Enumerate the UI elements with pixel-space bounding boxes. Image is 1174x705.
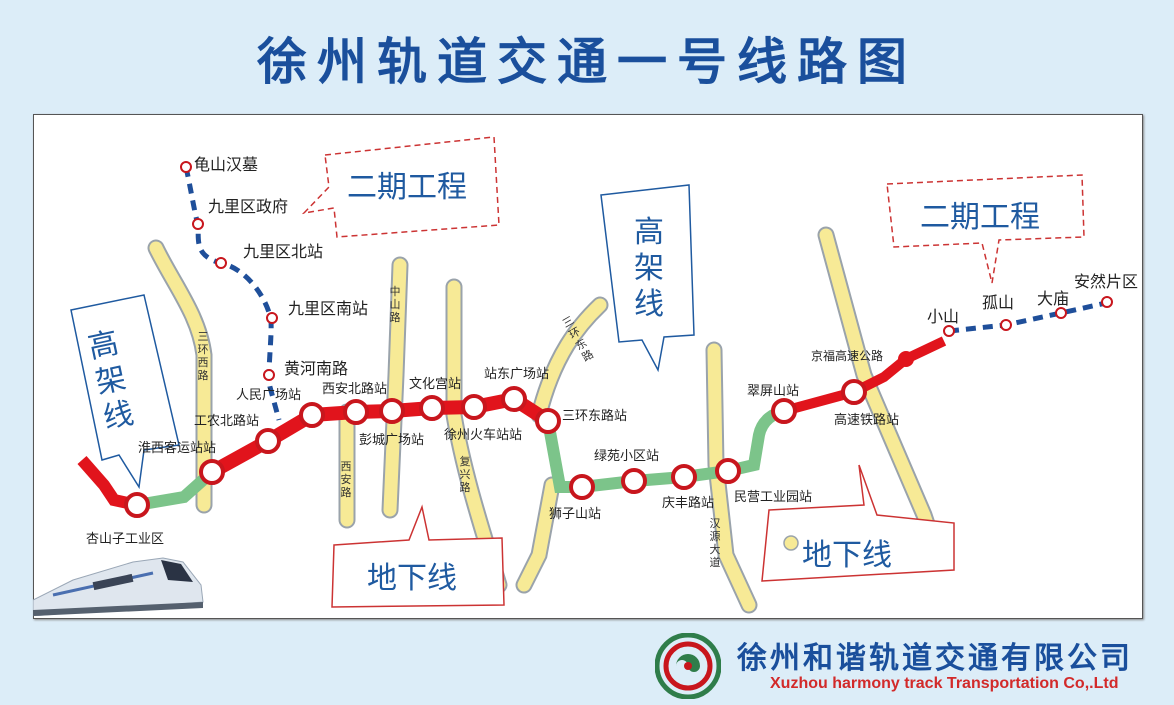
station-label: 龟山汉墓 (194, 155, 259, 174)
road-label: 三环西路 (197, 330, 209, 382)
station-label: 大庙 (1037, 289, 1070, 308)
callout-phase2-right: 二期工程 (920, 200, 1040, 235)
station-label: 绿苑小区站 (594, 449, 660, 464)
station-label: 翠屏山站 (747, 384, 800, 399)
callout-elevated-center: 高架线 (634, 215, 664, 322)
page-title: 徐州轨道交通一号线路图 (257, 33, 917, 91)
station-label: 民营工业园站 (734, 490, 813, 505)
station-label: 西安北路站 (322, 382, 388, 397)
station-label: 三环东路站 (562, 409, 628, 424)
station-label: 京福高速公路 (811, 349, 884, 363)
station-label: 小山 (927, 307, 960, 326)
callout-underground-right: 地下线 (802, 538, 892, 573)
road-label: 复兴路 (459, 455, 471, 494)
station-label: 高速铁路站 (834, 413, 900, 428)
station-label: 九里区南站 (288, 299, 369, 318)
station-label: 文化宫站 (409, 377, 462, 392)
station-label: 庆丰路站 (662, 496, 715, 511)
callout-phase2-left: 二期工程 (347, 170, 467, 205)
route-map: 高架线 高架线 二期工程 二期工程 地下线 地下线 龟山汉墓 九里区政府 九里区… (33, 114, 1143, 619)
company-name-cn: 徐州和谐轨道交通有限公司 (737, 641, 1133, 676)
station-label: 黄河南路 (284, 359, 349, 378)
station-label: 工农北路站 (194, 414, 260, 429)
road-label: 中山路 (389, 285, 401, 324)
station-label: 安然片区 (1074, 272, 1139, 291)
callout-underground-center: 地下线 (367, 561, 457, 596)
road-label: 西安路 (340, 460, 352, 499)
station-label: 淮西客运站站 (138, 441, 217, 456)
train-illustration (33, 557, 204, 616)
station-label: 狮子山站 (549, 507, 602, 522)
station-label: 站东广场站 (484, 367, 550, 382)
company-name-en: Xuzhou harmony track Transportation Co,.… (770, 675, 1119, 692)
station-label: 孤山 (982, 293, 1015, 312)
station-label: 杏山子工业区 (86, 532, 165, 547)
station-label: 九里区北站 (243, 242, 324, 261)
map-graphics (70, 136, 1113, 614)
station-label: 彭城广场站 (359, 433, 425, 448)
road-label: 汉源大道 (709, 517, 721, 569)
station-label: 九里区政府 (208, 197, 289, 216)
station-label: 徐州火车站站 (444, 428, 523, 443)
company-logo-icon (655, 633, 721, 699)
station-label: 人民广场站 (236, 388, 302, 403)
